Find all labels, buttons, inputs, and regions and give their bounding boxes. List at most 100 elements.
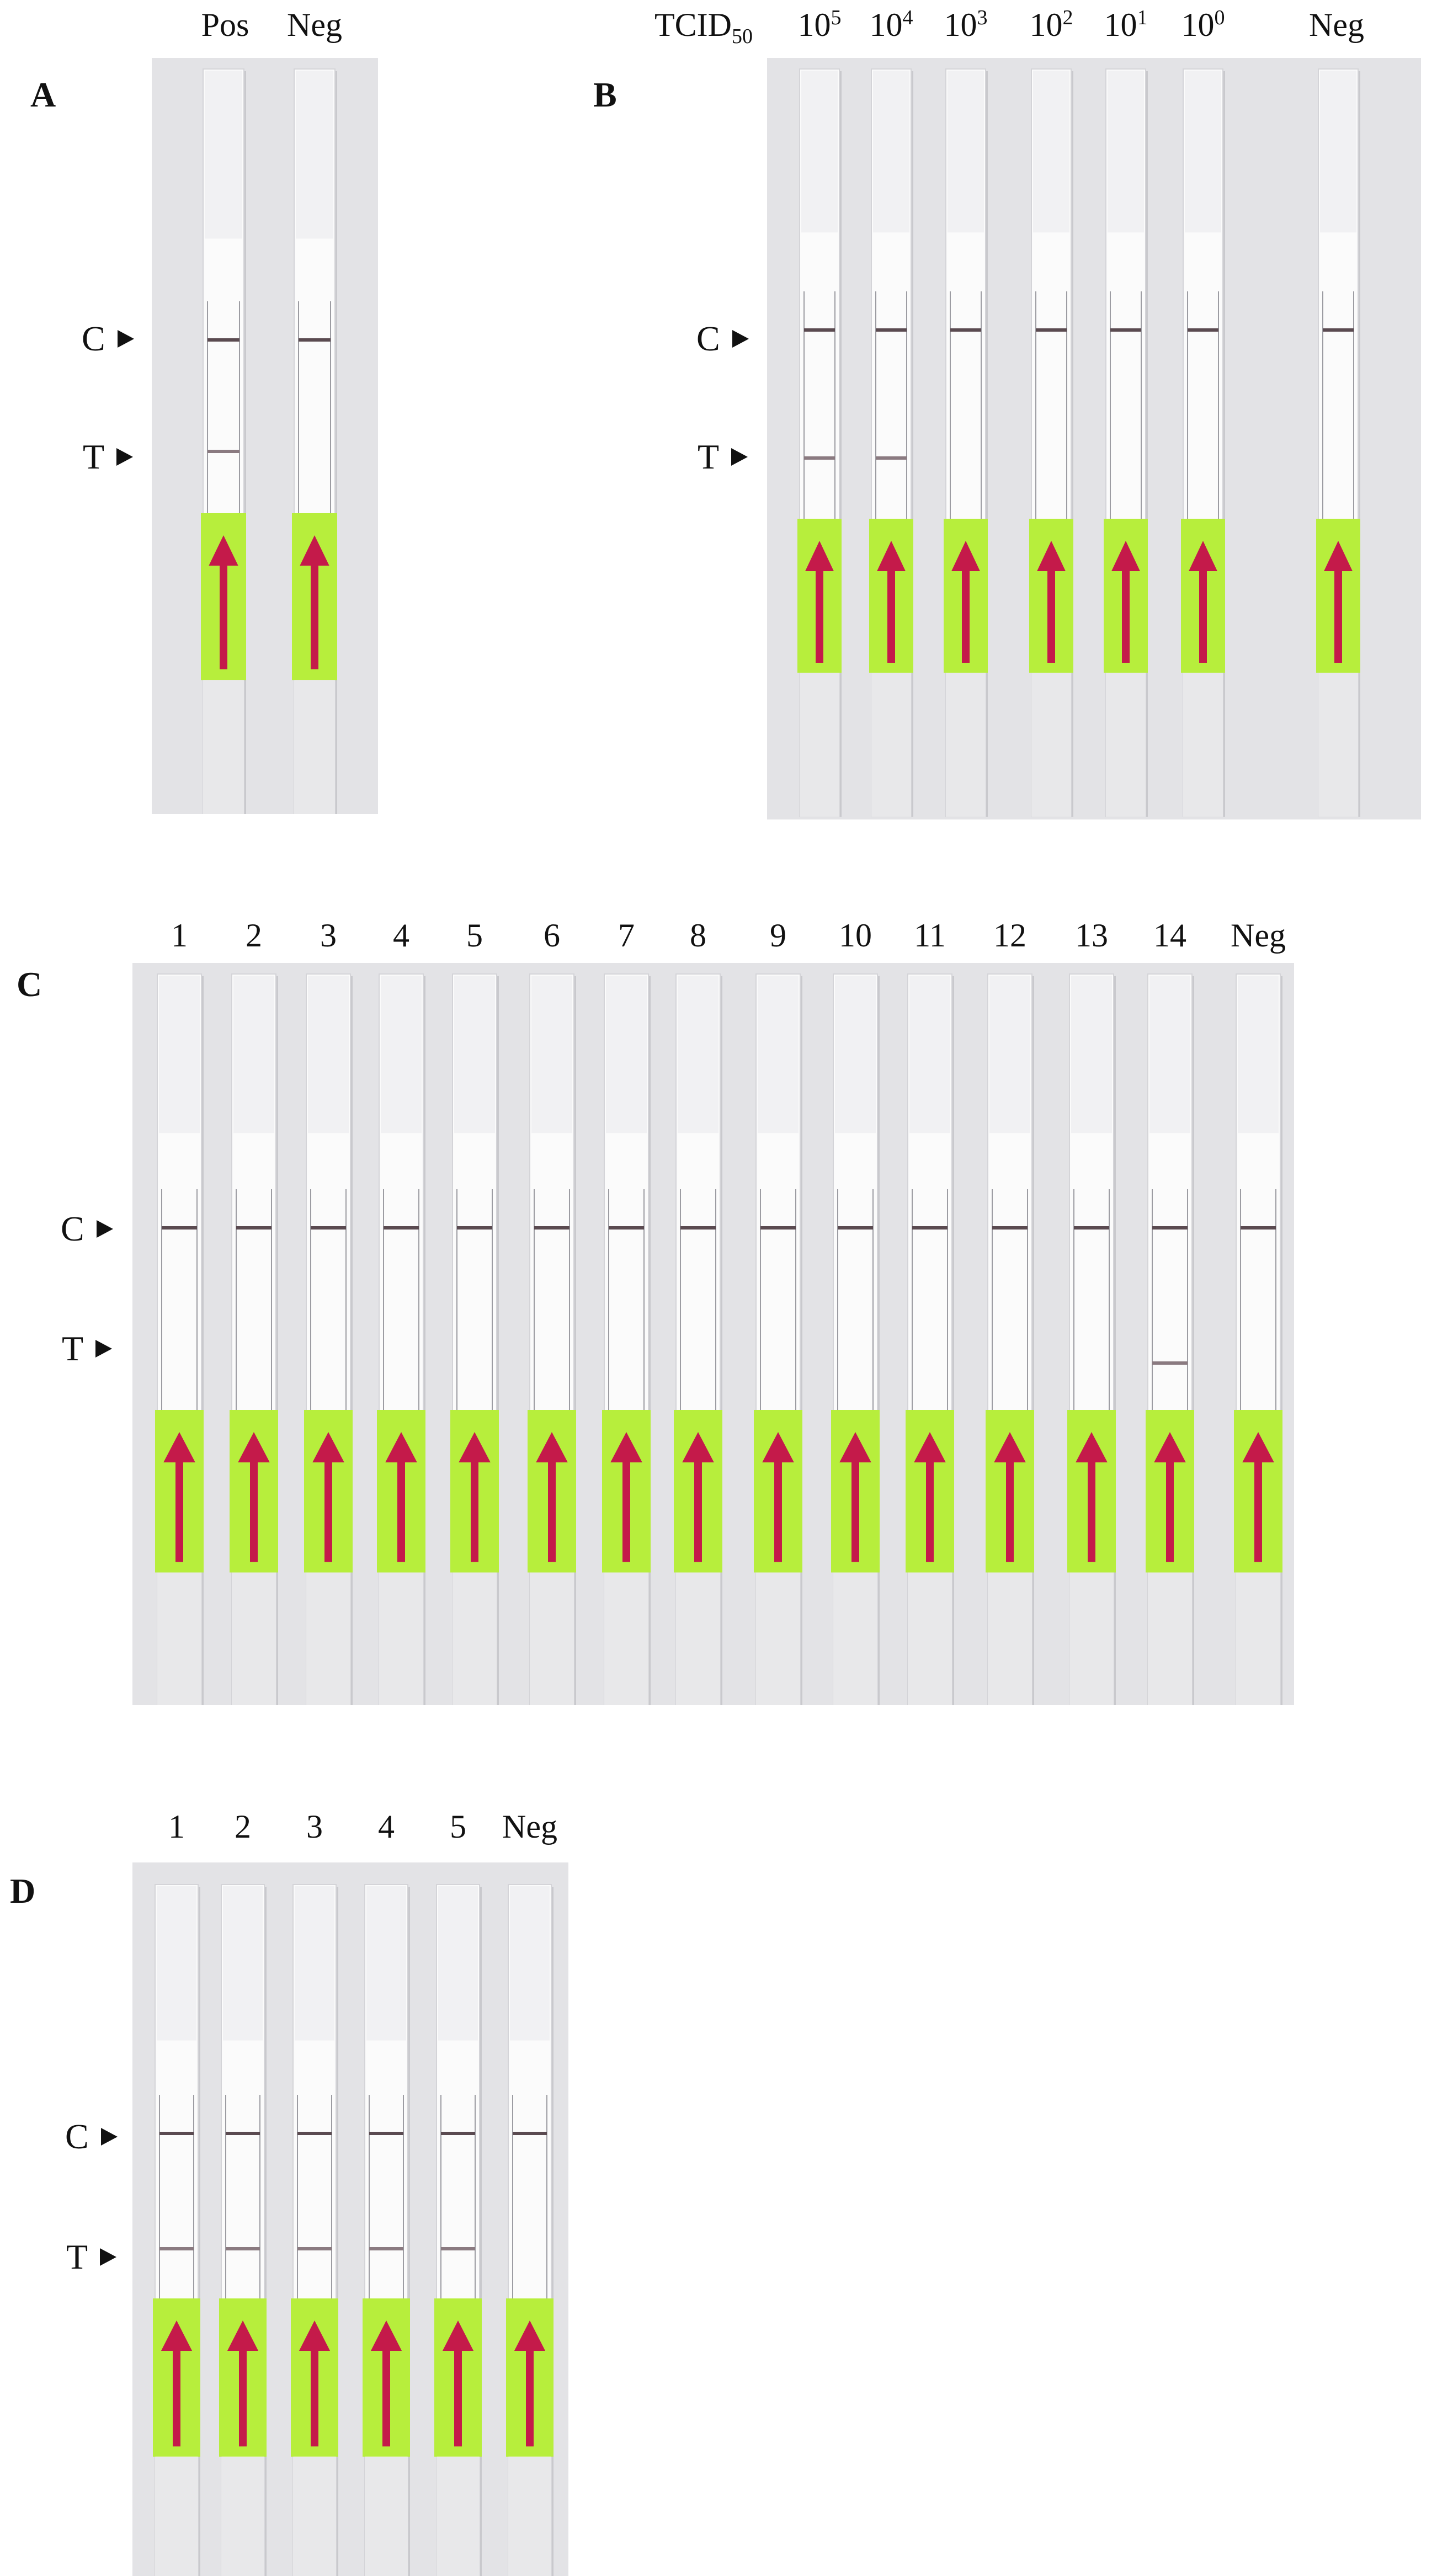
strip-cover: [223, 1886, 263, 2041]
panel-letter: D: [10, 1871, 36, 1910]
flow-arrow-icon: [300, 535, 329, 669]
lane-label-neg: Neg: [287, 7, 342, 43]
t-line-marker: T: [66, 2237, 117, 2276]
c-marker-label: C: [65, 2117, 89, 2156]
test-strip: [291, 1884, 338, 2576]
flow-arrow-icon: [682, 1432, 714, 1562]
lane-label: 10: [839, 917, 872, 954]
flow-arrow-icon: [209, 535, 238, 669]
flow-arrow-icon: [951, 541, 980, 663]
flow-arrow-icon: [312, 1432, 344, 1562]
sample-pad: [1183, 673, 1223, 817]
test-strip: [450, 973, 499, 1705]
control-line: [804, 328, 835, 332]
test-strip: [506, 1884, 553, 2576]
sample-pad: [155, 2456, 198, 2576]
sample-pad: [1318, 673, 1358, 817]
strip-cover: [438, 1886, 478, 2041]
strip-cover: [1320, 71, 1356, 233]
control-line: [513, 2132, 547, 2135]
test-strip: [674, 973, 722, 1705]
lane-label-dilution: 102: [1029, 6, 1073, 43]
lane-label: 7: [618, 917, 635, 954]
flow-arrow-icon: [610, 1432, 642, 1562]
test-strip: [602, 973, 651, 1705]
strip-cover: [606, 976, 647, 1133]
test-strip: [797, 68, 842, 817]
lane-label: 14: [1153, 917, 1186, 954]
test-line: [1152, 1361, 1188, 1365]
flow-arrow-icon: [161, 2320, 193, 2447]
sample-pad: [946, 673, 986, 817]
test-strip: [292, 68, 337, 814]
control-line: [207, 338, 240, 342]
flow-arrow-icon: [163, 1432, 195, 1562]
strip-cover: [989, 976, 1030, 1133]
control-line: [441, 2132, 475, 2135]
arrow-right-icon: [100, 2248, 117, 2266]
sample-pad: [530, 1572, 574, 1705]
flow-arrow-icon: [536, 1432, 568, 1562]
test-strip: [1316, 68, 1360, 817]
arrow-right-icon: [95, 1340, 113, 1358]
lane-label: 2: [235, 1808, 251, 1845]
flow-arrow-icon: [1324, 541, 1353, 663]
t-marker-label: T: [698, 437, 720, 476]
flow-arrow-icon: [994, 1432, 1026, 1562]
flow-arrow-icon: [1076, 1432, 1108, 1562]
sample-pad: [1031, 673, 1071, 817]
test-strip: [528, 973, 576, 1705]
sample-pad: [756, 1572, 800, 1705]
panel-letter: C: [17, 965, 42, 1004]
t-line-marker: T: [83, 439, 134, 475]
strip-cover: [801, 71, 838, 233]
control-line: [297, 2132, 332, 2135]
lane-label: 4: [378, 1808, 395, 1845]
control-line: [369, 2132, 403, 2135]
test-strip: [831, 973, 880, 1705]
flow-arrow-icon: [805, 541, 834, 663]
strip-cover: [159, 976, 200, 1133]
test-strip: [377, 973, 425, 1705]
c-line-marker: C: [65, 2119, 118, 2154]
test-line: [369, 2247, 403, 2250]
sample-pad: [203, 680, 244, 814]
sample-pad: [676, 1572, 720, 1705]
flow-arrow-icon: [238, 1432, 270, 1562]
test-strip: [230, 973, 278, 1705]
lane-label: 5: [466, 917, 483, 954]
control-line: [950, 328, 981, 332]
test-strip: [155, 973, 204, 1705]
test-strip: [944, 68, 988, 817]
lane-label: 4: [393, 917, 409, 954]
flow-arrow-icon: [442, 2320, 474, 2447]
lane-label-dilution: 104: [869, 6, 913, 43]
flow-arrow-icon: [227, 2320, 259, 2447]
strip-photo: [132, 963, 1294, 1705]
test-line: [804, 456, 835, 460]
flow-arrow-icon: [370, 2320, 402, 2447]
t-marker-label: T: [62, 1329, 84, 1368]
control-line: [609, 1226, 644, 1230]
t-marker-label: T: [66, 2237, 88, 2276]
sample-pad: [1106, 673, 1146, 817]
sample-pad: [365, 2456, 408, 2576]
control-line: [311, 1226, 346, 1230]
sample-pad: [293, 2456, 336, 2576]
control-line: [838, 1226, 873, 1230]
strip-photo-canvas: [767, 58, 1421, 819]
sample-pad: [437, 2456, 480, 2576]
control-line: [1074, 1226, 1109, 1230]
lane-label: 13: [1075, 917, 1108, 954]
sample-pad: [379, 1572, 423, 1705]
arrow-right-icon: [100, 2128, 118, 2146]
test-line: [159, 2247, 194, 2250]
lane-label: Neg: [502, 1808, 557, 1845]
strip-cover: [1071, 976, 1112, 1133]
control-line: [992, 1226, 1028, 1230]
sample-pad: [988, 1572, 1032, 1705]
strip-cover: [157, 1886, 196, 2041]
sample-pad: [871, 673, 911, 817]
lane-label-dilution: 103: [944, 6, 988, 43]
strip-cover: [205, 71, 242, 239]
